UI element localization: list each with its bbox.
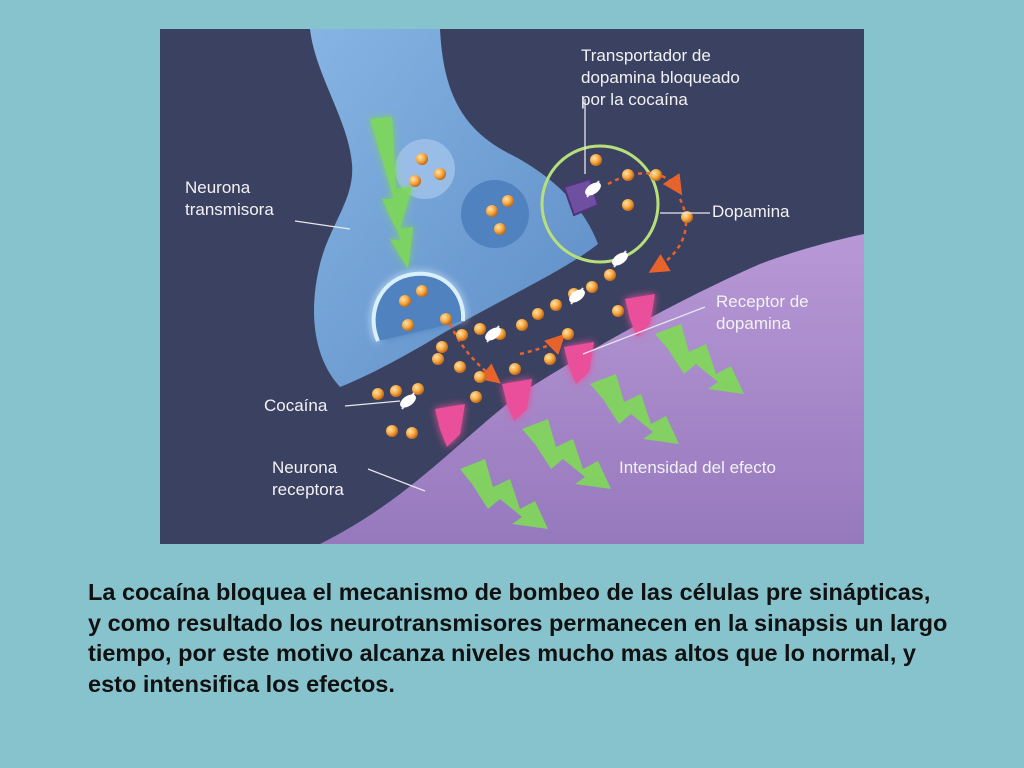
caption-text: La cocaína bloquea el mecanismo de bombe… bbox=[88, 579, 948, 697]
arrow bbox=[648, 198, 688, 273]
dopamine-molecule bbox=[402, 319, 414, 331]
dopamine-molecule bbox=[622, 199, 634, 211]
dopamine-molecule bbox=[612, 305, 624, 317]
dopamine-molecule bbox=[650, 169, 662, 181]
leader-line bbox=[582, 306, 706, 355]
arrow bbox=[607, 172, 683, 196]
cocaine-molecule bbox=[569, 287, 585, 305]
vesicle-fusing bbox=[371, 271, 466, 342]
arrow bbox=[448, 323, 501, 384]
signal-bolt-icon bbox=[590, 374, 679, 444]
dopamine-molecule bbox=[532, 308, 544, 320]
dopamine-molecule bbox=[416, 153, 428, 165]
dopamine-molecule bbox=[434, 168, 446, 180]
signal-bolt-icon bbox=[655, 324, 744, 394]
cocaine-molecule bbox=[585, 180, 601, 198]
reuptake-arrows bbox=[448, 172, 688, 384]
receiving-neuron bbox=[320, 234, 864, 544]
arrow bbox=[519, 333, 566, 356]
dopamine-molecule bbox=[604, 269, 616, 281]
cocaine-molecules bbox=[400, 180, 628, 410]
dopamine-molecule bbox=[386, 425, 398, 437]
dopamine-molecule bbox=[494, 223, 506, 235]
cocaine-molecule bbox=[612, 250, 628, 268]
dopamine-molecule bbox=[390, 385, 402, 397]
dopamine-molecule bbox=[454, 361, 466, 373]
receptor-icon bbox=[625, 294, 655, 337]
label-transmitter-neuron: Neurona transmisora bbox=[185, 178, 274, 219]
cocaine-molecule bbox=[485, 325, 501, 343]
dopamine-molecule bbox=[412, 383, 424, 395]
label-effect-intensity: Intensidad del efecto bbox=[619, 458, 776, 477]
transporter-ring bbox=[540, 144, 660, 264]
signal-bolts bbox=[370, 117, 744, 529]
leader-line bbox=[294, 220, 351, 230]
dopamine-molecule bbox=[399, 295, 411, 307]
dopamine-molecule bbox=[406, 427, 418, 439]
dopamine-molecule bbox=[550, 299, 562, 311]
dopamine-molecule bbox=[432, 353, 444, 365]
dopamine-molecule bbox=[486, 205, 498, 217]
dopamine-molecule bbox=[622, 169, 634, 181]
synapse-diagram: Transportador de dopamina bloqueado por … bbox=[160, 29, 864, 544]
leader-line bbox=[367, 468, 426, 492]
dopamine-molecule bbox=[516, 319, 528, 331]
dopamine-molecule bbox=[436, 341, 448, 353]
dopamine-molecule bbox=[456, 329, 468, 341]
dopamine-molecule bbox=[409, 175, 421, 187]
label-dopamine: Dopamina bbox=[712, 202, 790, 221]
dopamine-molecule bbox=[474, 323, 486, 335]
dopamine-molecule bbox=[562, 328, 574, 340]
signal-bolt-icon bbox=[460, 459, 548, 529]
dopamine-molecule bbox=[681, 211, 693, 223]
dopamine-molecule bbox=[416, 285, 428, 297]
label-transporter: Transportador de dopamina bloqueado por … bbox=[581, 46, 740, 109]
receptor-icon bbox=[435, 404, 465, 447]
dopamine-molecule bbox=[474, 371, 486, 383]
dopamine-molecule bbox=[372, 388, 384, 400]
synapse-illustration bbox=[294, 29, 864, 544]
signal-bolt-icon bbox=[370, 117, 413, 269]
dopamine-molecule bbox=[470, 391, 482, 403]
dopamine-molecule bbox=[544, 353, 556, 365]
dopamine-molecule bbox=[502, 195, 514, 207]
dopamine-molecule bbox=[509, 363, 521, 375]
dopamine-molecule bbox=[590, 154, 602, 166]
leader-line bbox=[344, 400, 401, 407]
label-receiver-neuron: Neurona receptora bbox=[272, 458, 344, 499]
label-cocaine: Cocaína bbox=[264, 396, 328, 415]
label-receptor: Receptor de dopamina bbox=[716, 292, 809, 333]
leader-lines bbox=[294, 99, 710, 492]
cocaine-molecule bbox=[400, 392, 416, 410]
signal-bolt-icon bbox=[522, 419, 611, 489]
dopamine-molecule bbox=[586, 281, 598, 293]
dopamine-molecule bbox=[440, 313, 452, 325]
receptor-icon bbox=[502, 379, 532, 421]
